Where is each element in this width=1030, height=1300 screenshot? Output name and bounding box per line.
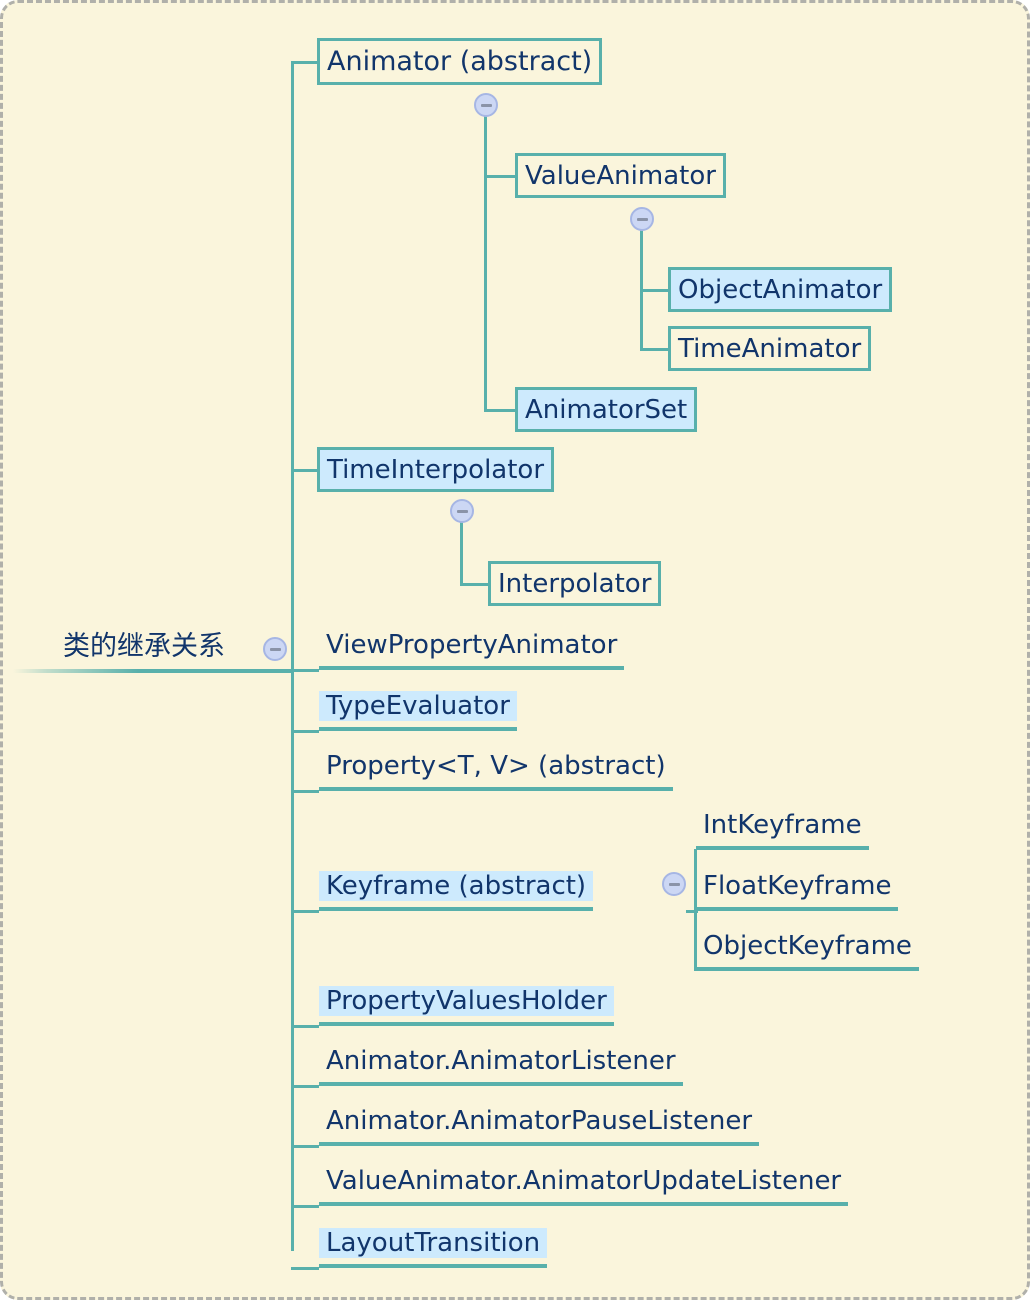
node-animator[interactable]: Animator (abstract): [317, 38, 603, 85]
branch-keyframe: [291, 910, 319, 913]
root-label: 类的继承关系: [63, 631, 225, 662]
node-animator-update-listener[interactable]: ValueAnimator.AnimatorUpdateListener: [319, 1159, 849, 1206]
node-time-animator-label: TimeAnimator: [678, 333, 862, 364]
node-animator-update-listener-label: ValueAnimator.AnimatorUpdateListener: [326, 1165, 842, 1196]
node-interpolator[interactable]: Interpolator: [488, 561, 662, 606]
node-object-keyframe-label: ObjectKeyframe: [703, 930, 912, 961]
toggle-root[interactable]: [263, 637, 287, 661]
node-animator-set-label: AnimatorSet: [525, 394, 688, 425]
minus-icon: [636, 217, 648, 221]
node-value-animator-label: ValueAnimator: [525, 160, 716, 191]
node-interpolator-label: Interpolator: [498, 568, 652, 599]
node-time-interpolator-label: TimeInterpolator: [327, 454, 545, 485]
toggle-animator[interactable]: [474, 93, 498, 117]
branch-animator-set: [484, 409, 517, 412]
branch-type-evaluator: [291, 730, 319, 733]
branch-animator: [291, 61, 319, 64]
branch-view-property-animator: [291, 669, 319, 672]
branch-animator-listener: [291, 1085, 319, 1088]
branch-property-values-holder: [291, 1025, 319, 1028]
node-property-values-holder-label: PropertyValuesHolder: [319, 985, 614, 1016]
node-layout-transition-label: LayoutTransition: [319, 1227, 548, 1258]
node-int-keyframe[interactable]: IntKeyframe: [696, 803, 869, 850]
toggle-time-interpolator[interactable]: [450, 499, 474, 523]
node-layout-transition[interactable]: LayoutTransition: [319, 1221, 548, 1268]
time-interpolator-subtree-spine: [460, 515, 463, 584]
node-keyframe-label: Keyframe (abstract): [319, 870, 594, 901]
branch-time-animator: [640, 348, 670, 351]
toggle-keyframe[interactable]: [662, 872, 686, 896]
value-animator-subtree-spine: [640, 223, 643, 350]
animator-subtree-spine: [484, 109, 487, 411]
toggle-value-animator[interactable]: [630, 207, 654, 231]
branch-property: [291, 790, 319, 793]
node-int-keyframe-label: IntKeyframe: [703, 809, 862, 840]
node-animator-label: Animator (abstract): [327, 46, 593, 77]
node-animator-pause-listener-label: Animator.AnimatorPauseListener: [326, 1105, 753, 1136]
branch-animator-update-listener: [291, 1205, 319, 1208]
node-object-keyframe[interactable]: ObjectKeyframe: [696, 924, 919, 971]
node-type-evaluator[interactable]: TypeEvaluator: [319, 684, 517, 731]
node-property[interactable]: Property<T, V> (abstract): [319, 744, 673, 791]
node-view-property-animator[interactable]: ViewPropertyAnimator: [319, 623, 625, 670]
root-underline: [13, 669, 291, 673]
branch-value-animator: [484, 175, 517, 178]
trunk-line: [291, 61, 294, 1251]
root-node[interactable]: 类的继承关系: [56, 633, 232, 660]
node-float-keyframe[interactable]: FloatKeyframe: [696, 864, 899, 911]
node-object-animator-label: ObjectAnimator: [678, 274, 883, 305]
node-property-label: Property<T, V> (abstract): [326, 750, 666, 781]
branch-time-interpolator: [291, 469, 319, 472]
minus-icon: [480, 103, 492, 107]
node-animator-listener[interactable]: Animator.AnimatorListener: [319, 1039, 683, 1086]
branch-layout-transition: [291, 1267, 319, 1270]
branch-interpolator: [460, 583, 490, 586]
node-time-animator[interactable]: TimeAnimator: [668, 326, 872, 371]
keyframe-toggle-connector: [686, 910, 698, 913]
node-animator-pause-listener[interactable]: Animator.AnimatorPauseListener: [319, 1099, 760, 1146]
node-value-animator[interactable]: ValueAnimator: [515, 153, 726, 198]
node-property-values-holder[interactable]: PropertyValuesHolder: [319, 979, 614, 1026]
node-float-keyframe-label: FloatKeyframe: [703, 870, 892, 901]
minus-icon: [269, 647, 281, 651]
minus-icon: [456, 509, 468, 513]
node-object-animator[interactable]: ObjectAnimator: [668, 267, 893, 312]
node-time-interpolator[interactable]: TimeInterpolator: [317, 447, 555, 492]
minus-icon: [668, 882, 680, 886]
node-keyframe[interactable]: Keyframe (abstract): [319, 864, 594, 911]
node-type-evaluator-label: TypeEvaluator: [319, 690, 517, 721]
node-animator-set[interactable]: AnimatorSet: [515, 387, 698, 432]
node-view-property-animator-label: ViewPropertyAnimator: [326, 629, 618, 660]
branch-object-animator: [640, 289, 670, 292]
branch-animator-pause-listener: [291, 1145, 319, 1148]
node-animator-listener-label: Animator.AnimatorListener: [326, 1045, 676, 1076]
